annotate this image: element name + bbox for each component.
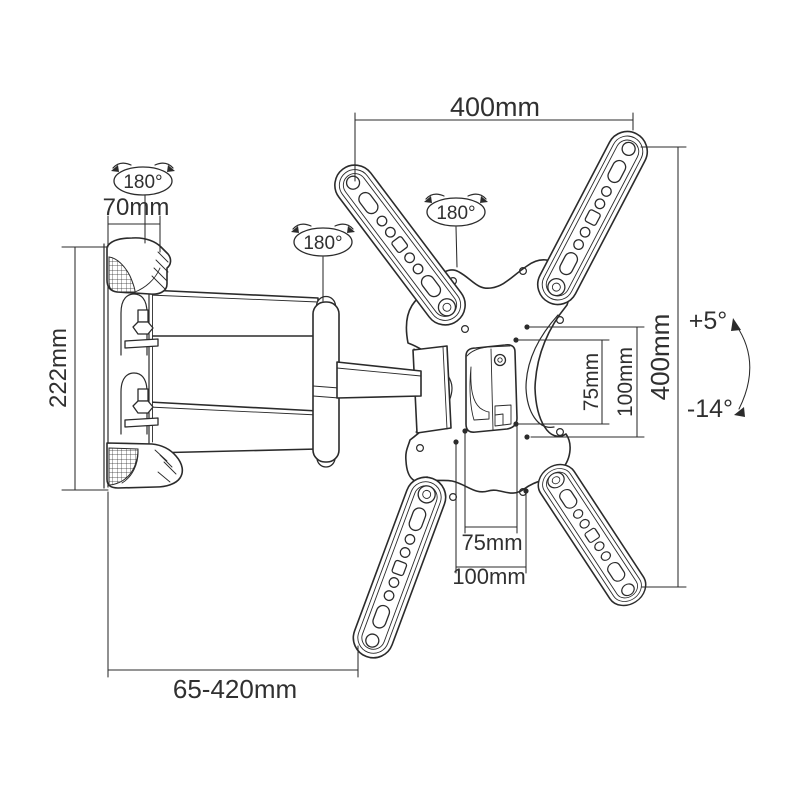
upper-arm-link [148,289,319,337]
dim-vesa-vertical [518,326,645,438]
swivel-symbol-elbow: 180° [290,223,356,257]
dimension-labels: 400mm 70mm 222mm 65-420mm 400mm +5° -14°… [45,92,733,704]
lower-arm-link [148,401,319,454]
swivel-vesa-label: 180° [436,203,475,224]
vesa-arm-bottom-left [346,470,453,665]
mounting-bolt-lower [120,372,159,435]
swivel-symbol-vesa-plate: 180° [423,193,489,227]
vesa-horizontal-75-label: 75mm [461,530,522,555]
tilt-bracket [465,344,518,433]
wall-plate [103,237,184,489]
dimension-anchor-dots [453,324,530,494]
tilt-range-arc [731,318,751,417]
vesa-vertical-100-label: 100mm [614,347,637,417]
vesa-arm-bottom-right [530,456,654,614]
forearm-and-tilt-bracket [336,344,518,434]
right-height-label: 400mm [645,314,675,401]
dim-wall-plate-height [61,246,109,491]
bracket-connector-plate [412,345,452,434]
forearm-link [336,361,422,399]
dim-vesa-horizontal [455,425,527,574]
wall-plate-height-label: 222mm [45,328,72,408]
articulating-arm [148,289,340,468]
mounting-bolt-upper [120,293,159,356]
vesa-arm-top-right [529,123,656,313]
dim-top-width [354,112,634,182]
dim-right-height [640,146,687,588]
wall-plate-width-label: 70mm [103,194,170,221]
arm-extension-label: 65-420mm [173,674,297,704]
tilt-up-label: +5° [689,307,728,335]
swivel-elbow-label: 180° [303,233,342,254]
dim-wall-plate-width [107,194,161,253]
swivel-wall-plate-label: 180° [123,172,162,193]
vesa-vertical-75-label: 75mm [580,353,603,411]
dim-arm-extension [107,491,359,678]
tilt-down-label: -14° [687,395,733,423]
tilt-screw-icon [493,353,507,367]
elbow-hinge [312,295,340,468]
swivel-symbol-wall-plate: 180° [110,162,176,196]
top-width-label: 400mm [450,92,540,122]
dimension-lines [61,112,751,678]
vesa-horizontal-100-label: 100mm [452,564,525,589]
